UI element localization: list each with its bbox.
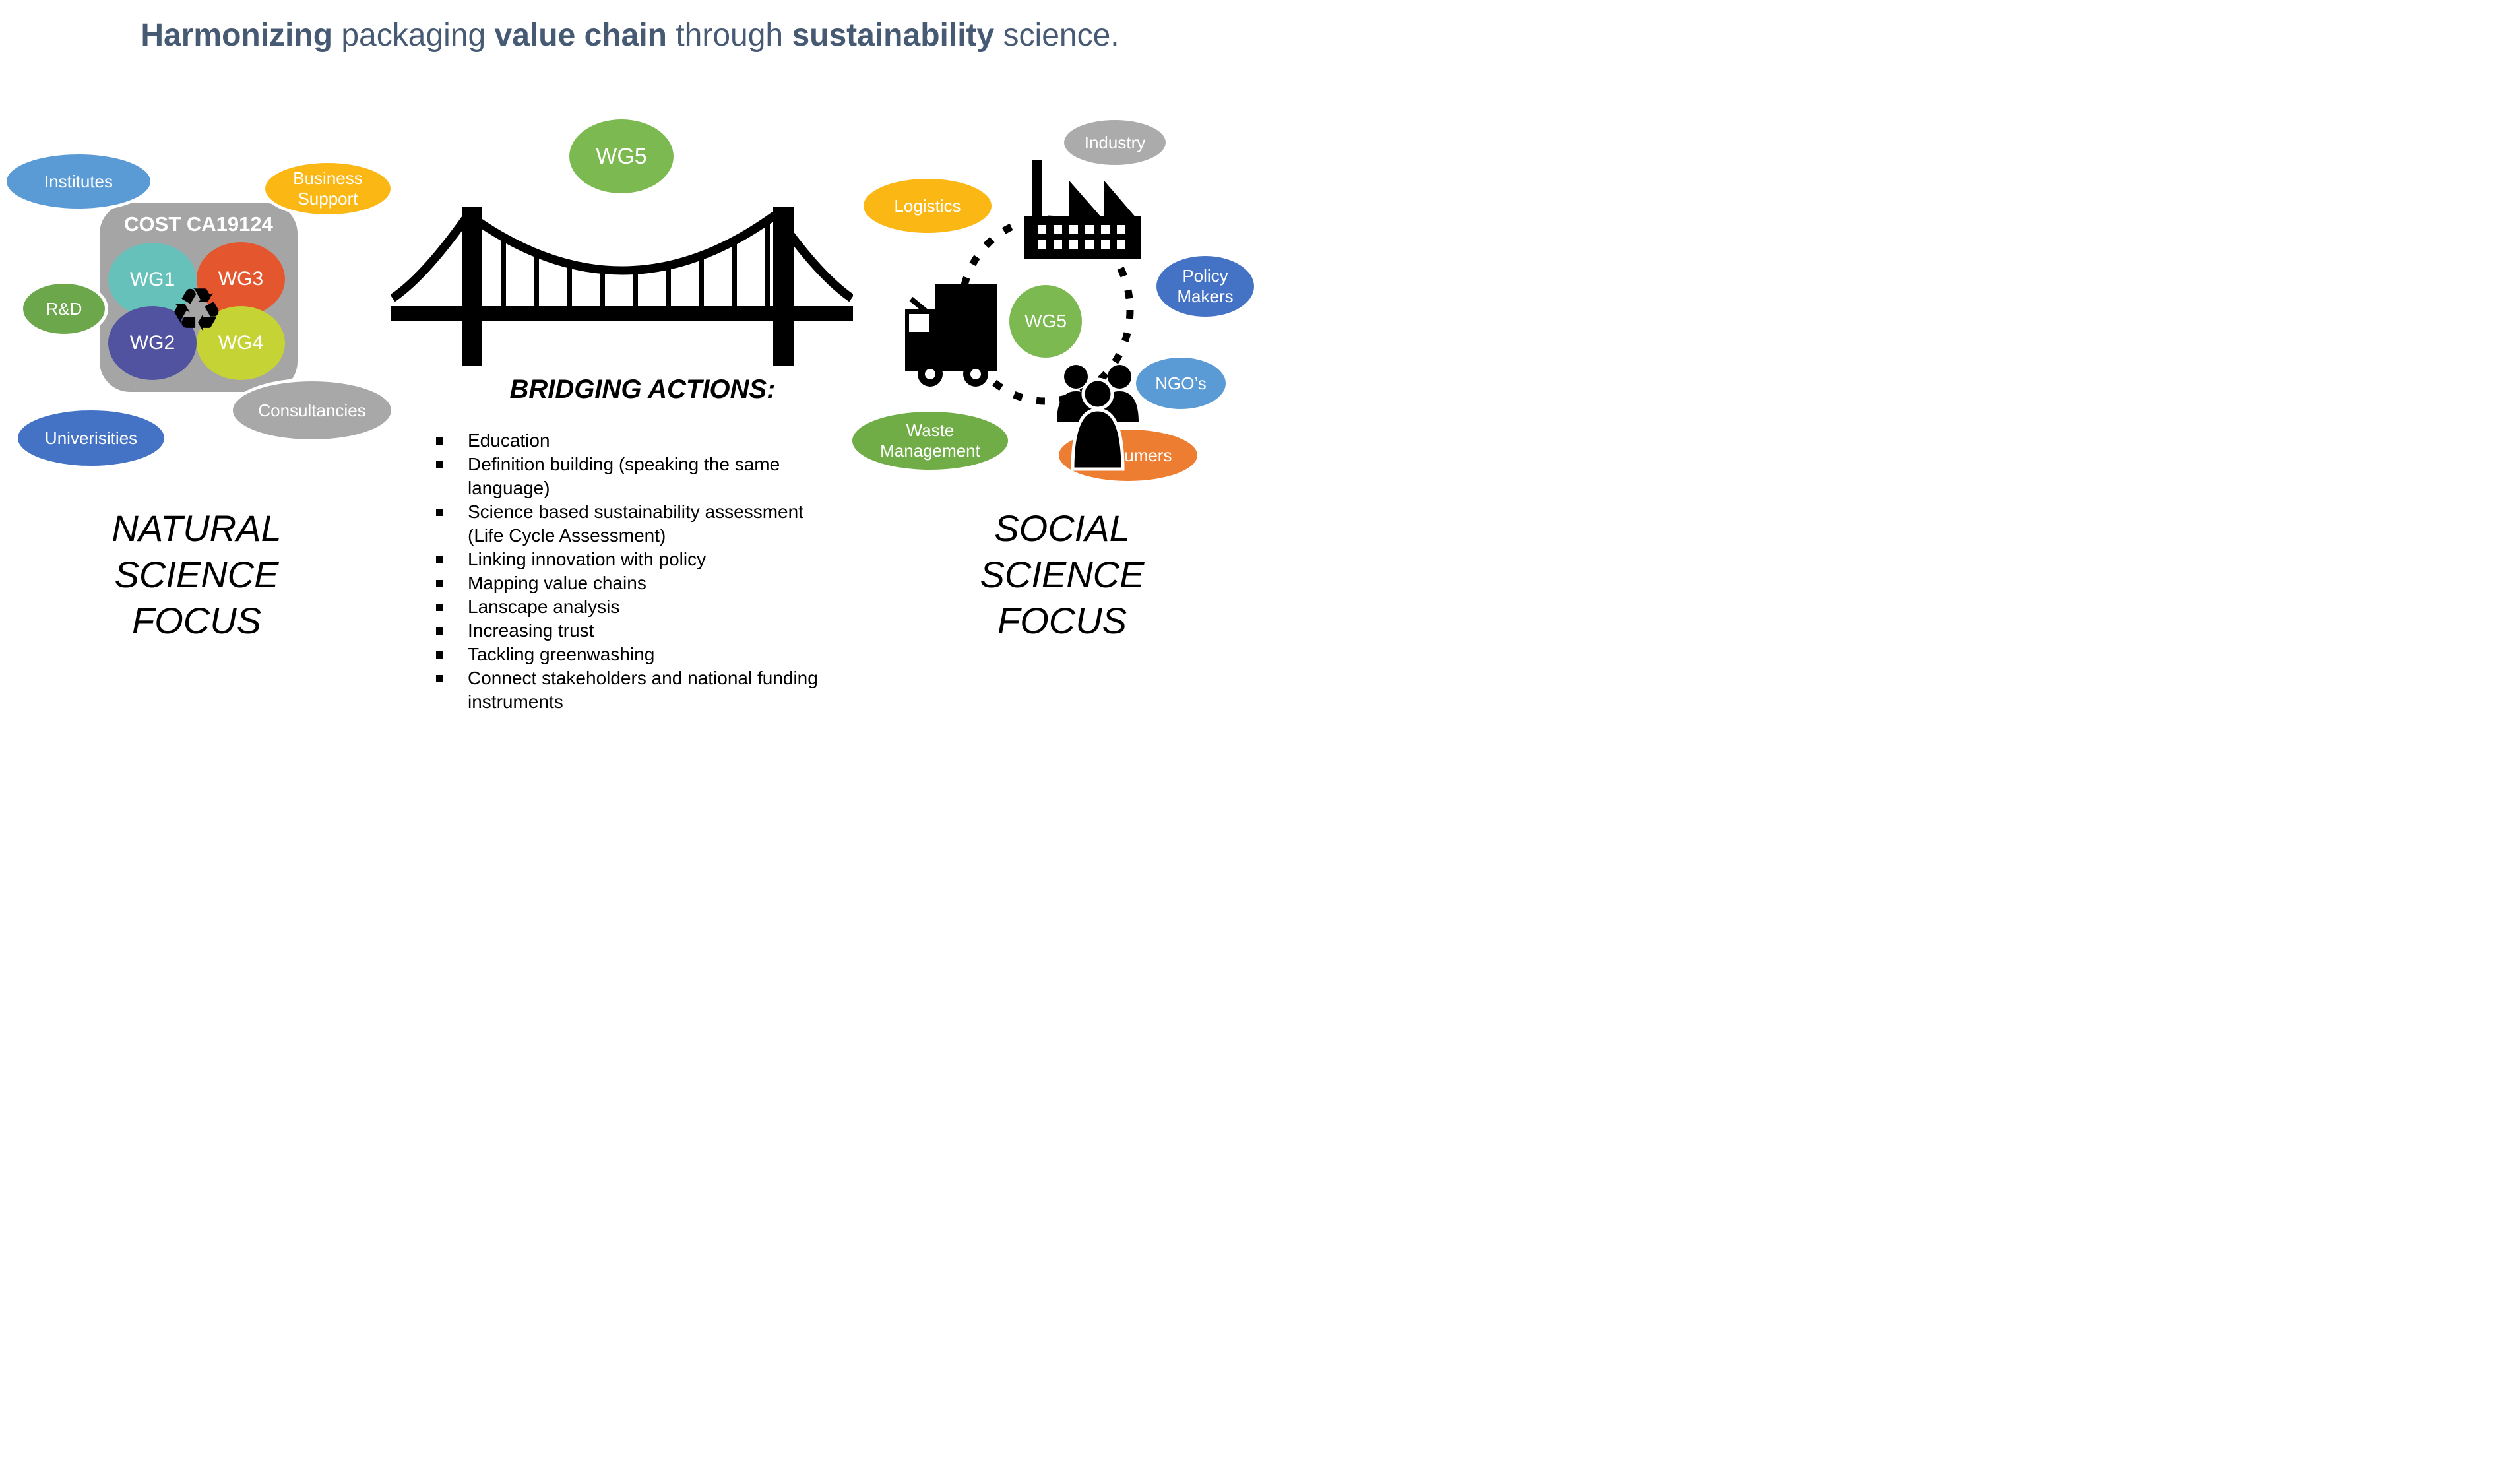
ellipse-universities: Univerisities (15, 407, 168, 469)
slide-canvas: Harmonizing packaging value chain throug… (0, 0, 1260, 739)
industry-label: Industry (1084, 132, 1146, 152)
bullet-icon (436, 580, 443, 587)
business-support-label: Business Support (293, 168, 363, 209)
wg3-label: WG3 (218, 268, 264, 290)
factory-icon (1024, 160, 1141, 259)
policy-makers-label: Policy Makers (1177, 266, 1234, 306)
action-item-text: Connect stakeholders and national fundin… (468, 668, 818, 712)
action-item: Definition building (speaking the same l… (436, 453, 832, 500)
action-item-text: Mapping value chains (468, 573, 646, 593)
action-item-text: Science based sustainability assessment … (468, 501, 803, 546)
bullet-icon (436, 651, 443, 659)
action-item: Education (436, 429, 832, 453)
natural-science-focus-label: NATURAL SCIENCE FOCUS (111, 507, 282, 641)
title-segment: science. (1003, 18, 1119, 53)
bullet-icon (436, 556, 443, 563)
wg2-circle: WG2 (108, 306, 197, 380)
bridge-icon (391, 207, 853, 366)
action-item: Linking innovation with policy (436, 548, 832, 571)
ellipse-ngos: NGO’s (1133, 354, 1229, 412)
bridging-actions-heading: BRIDGING ACTIONS: (509, 375, 776, 404)
action-item-text: Lanscape analysis (468, 596, 620, 617)
action-item: Science based sustainability assessment … (436, 500, 832, 548)
bullet-icon (436, 627, 443, 635)
wg3-circle: WG3 (197, 242, 285, 316)
action-item: Connect stakeholders and national fundin… (436, 666, 832, 714)
page-title: Harmonizing packaging value chain throug… (0, 17, 1260, 53)
ellipse-industry: Industry (1061, 117, 1169, 168)
bullet-icon (436, 437, 443, 445)
title-segment: value chain (494, 18, 676, 53)
action-item-text: Education (468, 430, 550, 451)
title-segment: through (676, 18, 792, 53)
wg4-circle: WG4 (197, 306, 285, 380)
action-item: Increasing trust (436, 619, 832, 643)
wg5-bridge-ellipse: WG5 (566, 116, 677, 197)
wg5-social-label: WG5 (1024, 311, 1067, 332)
supply-cycle-dotted-circle (957, 215, 1134, 405)
waste-management-label: Waste Management (880, 420, 980, 461)
institutes-label: Institutes (44, 171, 113, 191)
ngos-label: NGO’s (1155, 373, 1207, 393)
ellipse-institutes: Institutes (3, 151, 154, 212)
title-segment: Harmonizing (141, 18, 342, 53)
ellipse-logistics: Logistics (860, 176, 995, 236)
ellipse-consultancies: Consultancies (230, 378, 394, 443)
wg2-label: WG2 (129, 332, 175, 354)
action-item-text: Definition building (speaking the same l… (468, 454, 780, 498)
bridging-actions-list: Education Definition building (speaking … (436, 429, 832, 714)
ellipse-business-support: Business Support (262, 160, 394, 218)
wg1-label: WG1 (129, 269, 175, 290)
social-science-focus-label: SOCIAL SCIENCE FOCUS (980, 507, 1145, 641)
ellipse-waste-management: Waste Management (849, 408, 1011, 473)
wg4-label: WG4 (218, 332, 264, 354)
action-item: Mapping value chains (436, 571, 832, 595)
bullet-icon (436, 675, 443, 682)
consultancies-label: Consultancies (258, 400, 366, 420)
truck-icon (905, 284, 997, 387)
wg5-bridge-label: WG5 (596, 143, 647, 169)
people-icon (1057, 365, 1139, 471)
rnd-label: R&D (46, 298, 82, 319)
wg5-social-ellipse: WG5 (1006, 282, 1085, 361)
ellipse-consumers: Consumers (1055, 426, 1201, 484)
bullet-icon (436, 604, 443, 611)
title-segment: packaging (341, 18, 495, 53)
action-item-text: Tackling greenwashing (468, 644, 655, 664)
title-segment: sustainability (792, 18, 1003, 53)
cost-ca19124-label: COST CA19124 (124, 212, 273, 236)
ellipse-rnd: R&D (20, 280, 108, 337)
action-item: Tackling greenwashing (436, 643, 832, 666)
wg1-circle: WG1 (108, 243, 197, 317)
bullet-icon (436, 461, 443, 468)
logistics-label: Logistics (894, 195, 961, 216)
action-item-text: Increasing trust (468, 620, 594, 641)
action-item: Lanscape analysis (436, 595, 832, 619)
ellipse-policy-makers: Policy Makers (1153, 253, 1257, 320)
universities-label: Univerisities (44, 428, 138, 448)
recycle-icon: ♻ (169, 275, 224, 346)
bullet-icon (436, 509, 443, 516)
action-item-text: Linking innovation with policy (468, 549, 707, 569)
